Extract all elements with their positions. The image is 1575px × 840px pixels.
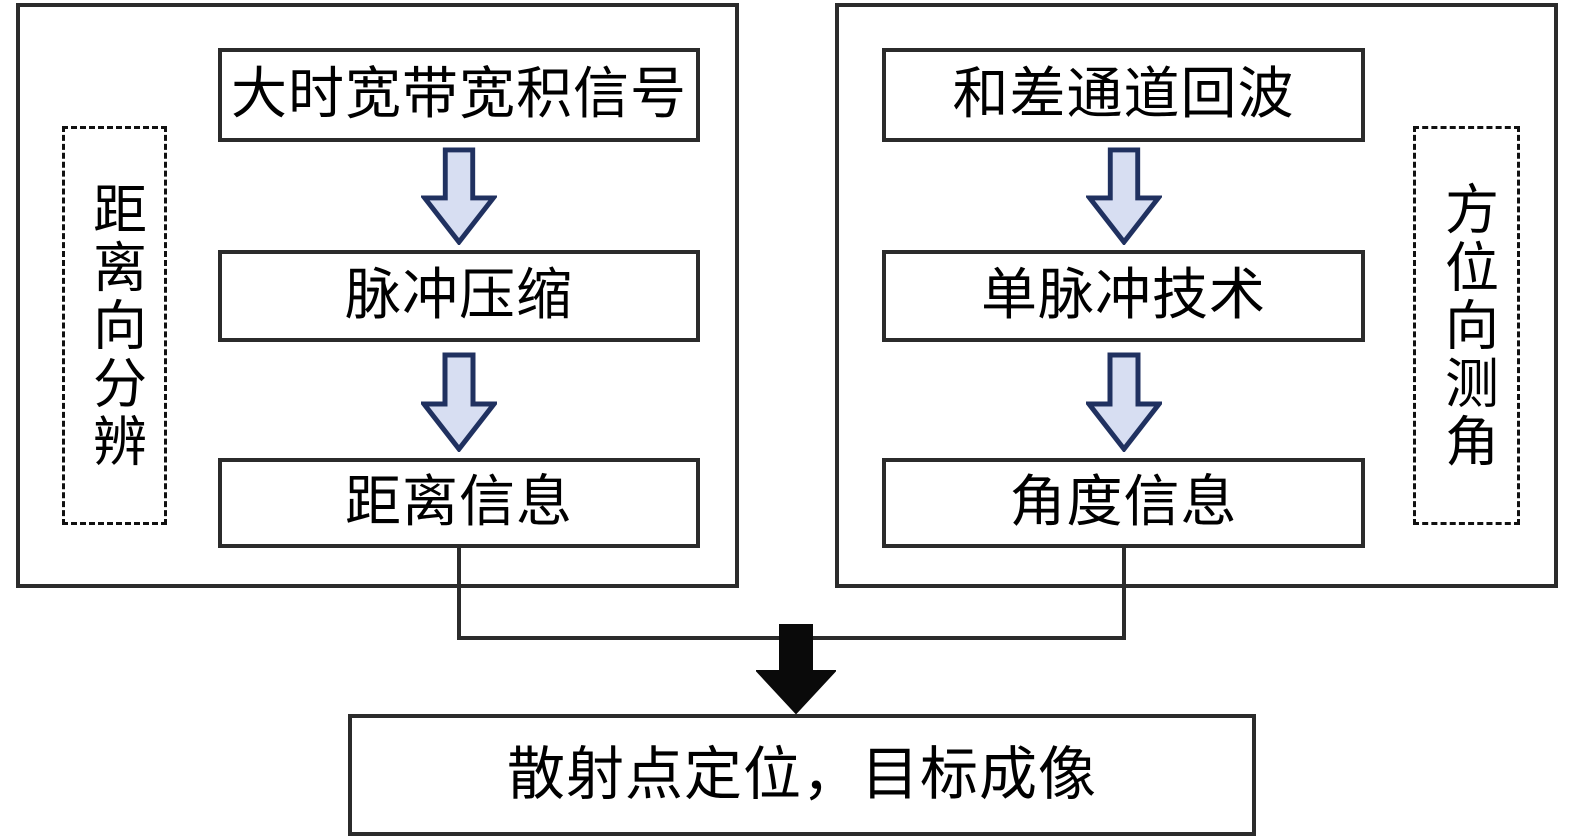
- down-arrow-icon: [421, 147, 497, 245]
- node-result-label: 散射点定位，目标成像: [506, 742, 1097, 807]
- node-result: 散射点定位，目标成像: [348, 714, 1256, 836]
- connector-line-right: [1122, 548, 1126, 640]
- node-wideband-signal-label: 大时宽带宽积信号: [231, 64, 687, 126]
- node-wideband-signal: 大时宽带宽积信号: [218, 48, 700, 142]
- node-range-info: 距离信息: [218, 458, 700, 548]
- merge-down-arrow-icon: [756, 624, 836, 714]
- down-arrow-icon: [1086, 147, 1162, 245]
- node-range-info-label: 距离信息: [345, 472, 573, 534]
- node-sum-diff-echo: 和差通道回波: [882, 48, 1365, 142]
- node-angle-info-label: 角度信息: [1009, 472, 1238, 534]
- node-angle-info: 角度信息: [882, 458, 1365, 548]
- node-pulse-compression-label: 脉冲压缩: [345, 265, 573, 327]
- range-side-label: 距离向分辨: [84, 180, 145, 471]
- node-monopulse-technique: 单脉冲技术: [882, 250, 1365, 342]
- range-side-label-box: 距离向分辨: [62, 126, 167, 525]
- down-arrow-icon: [421, 352, 497, 452]
- down-arrow-icon: [1086, 352, 1162, 452]
- azimuth-side-label-box: 方位向测角: [1413, 126, 1520, 525]
- azimuth-side-label: 方位向测角: [1436, 180, 1497, 471]
- node-sum-diff-echo-label: 和差通道回波: [952, 64, 1295, 126]
- node-monopulse-technique-label: 单脉冲技术: [981, 265, 1266, 327]
- node-pulse-compression: 脉冲压缩: [218, 250, 700, 342]
- connector-line-left: [457, 548, 461, 640]
